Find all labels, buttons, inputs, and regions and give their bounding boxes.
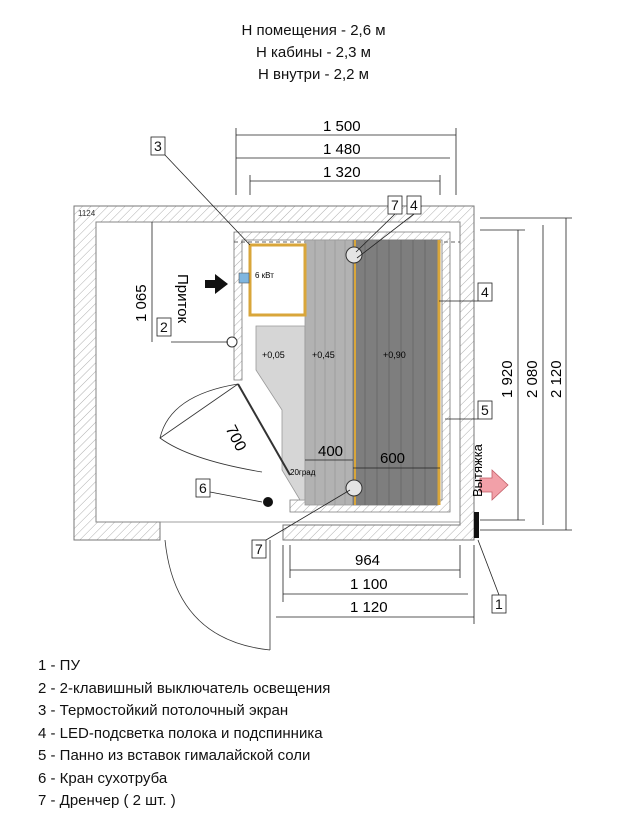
callout-7-top: 7 — [391, 197, 399, 213]
benches — [255, 239, 441, 506]
bottom-dimensions — [276, 545, 475, 624]
dim-top-1320: 1 320 — [323, 164, 361, 181]
callout-1: 1 — [495, 596, 503, 612]
dim-top-1500: 1 500 — [323, 118, 361, 135]
legend: 1 - ПУ 2 - 2-клавишный выключатель освещ… — [38, 655, 330, 813]
dim-bottom-964: 964 — [355, 552, 380, 569]
callouts — [150, 136, 507, 614]
exhaust-arrow-icon — [479, 469, 509, 501]
heater — [238, 243, 307, 317]
callout-4-right: 4 — [481, 284, 489, 300]
dim-bottom-1100: 1 100 — [350, 576, 388, 593]
legend-item-2: 2 - 2-клавишный выключатель освещения — [38, 679, 331, 697]
room-door — [164, 539, 271, 651]
legend-item-3: 3 - Термостойкий потолочный экран — [38, 702, 289, 719]
dim-right-1920: 1 920 — [499, 360, 516, 398]
supply-label: Приток — [174, 274, 191, 324]
height-notes: H помещения - 2,6 м H кабины - 2,3 м H в… — [0, 20, 627, 86]
heater-power-label: 6 кВт — [255, 271, 274, 280]
bench-level-mid: +0,45 — [312, 350, 335, 360]
door-width-label: 700 — [222, 423, 249, 455]
dim-bench-600: 600 — [380, 450, 405, 467]
top-dimensions — [235, 128, 457, 195]
door-angle-label: 20град — [290, 468, 316, 477]
dim-right-2080: 2 080 — [524, 360, 541, 398]
cabin-door — [159, 383, 291, 476]
callout-6: 6 — [199, 480, 207, 496]
dim-top-1480: 1 480 — [323, 141, 361, 158]
dim-right-2120: 2 120 — [548, 360, 565, 398]
legend-item-1: 1 - ПУ — [38, 657, 80, 674]
legend-item-6: 6 - Кран сухотруба — [38, 769, 168, 787]
bench-dimensions — [305, 459, 440, 469]
drencher-bottom-icon — [345, 479, 363, 497]
dim-bottom-1120: 1 120 — [350, 599, 388, 616]
dim-left-1065: 1 065 — [133, 284, 150, 322]
light-switch-icon — [226, 336, 238, 348]
room-code: 1124 — [78, 209, 96, 218]
callout-4-top: 4 — [410, 197, 418, 213]
bench-level-low: +0,05 — [262, 350, 285, 360]
legend-item-4: 4 - LED-подсветка полока и подспинника — [38, 724, 323, 742]
callout-5: 5 — [481, 402, 489, 418]
exhaust-label: Вытяжка — [470, 443, 485, 497]
legend-item-7: 7 - Дренчер ( 2 шт. ) — [38, 792, 176, 809]
cabin-height-note: H кабины - 2,3 м — [256, 44, 371, 61]
bench-level-high: +0,90 — [383, 350, 406, 360]
callout-3: 3 — [154, 138, 162, 154]
electrical-panel-icon — [474, 512, 479, 538]
room-height-note: H помещения - 2,6 м — [241, 22, 386, 39]
inner-height-note: H внутри - 2,2 м — [257, 66, 369, 83]
drencher-top-icon — [345, 246, 363, 264]
callout-2: 2 — [160, 319, 168, 335]
callout-7-bottom: 7 — [255, 541, 263, 557]
legend-item-5: 5 - Панно из вставок гималайской соли — [38, 747, 311, 764]
dim-bench-400: 400 — [318, 443, 343, 460]
supply-arrow-icon — [205, 274, 228, 294]
room-walls — [73, 205, 475, 541]
dry-pipe-valve-icon — [263, 497, 273, 507]
right-dimensions — [480, 217, 572, 531]
